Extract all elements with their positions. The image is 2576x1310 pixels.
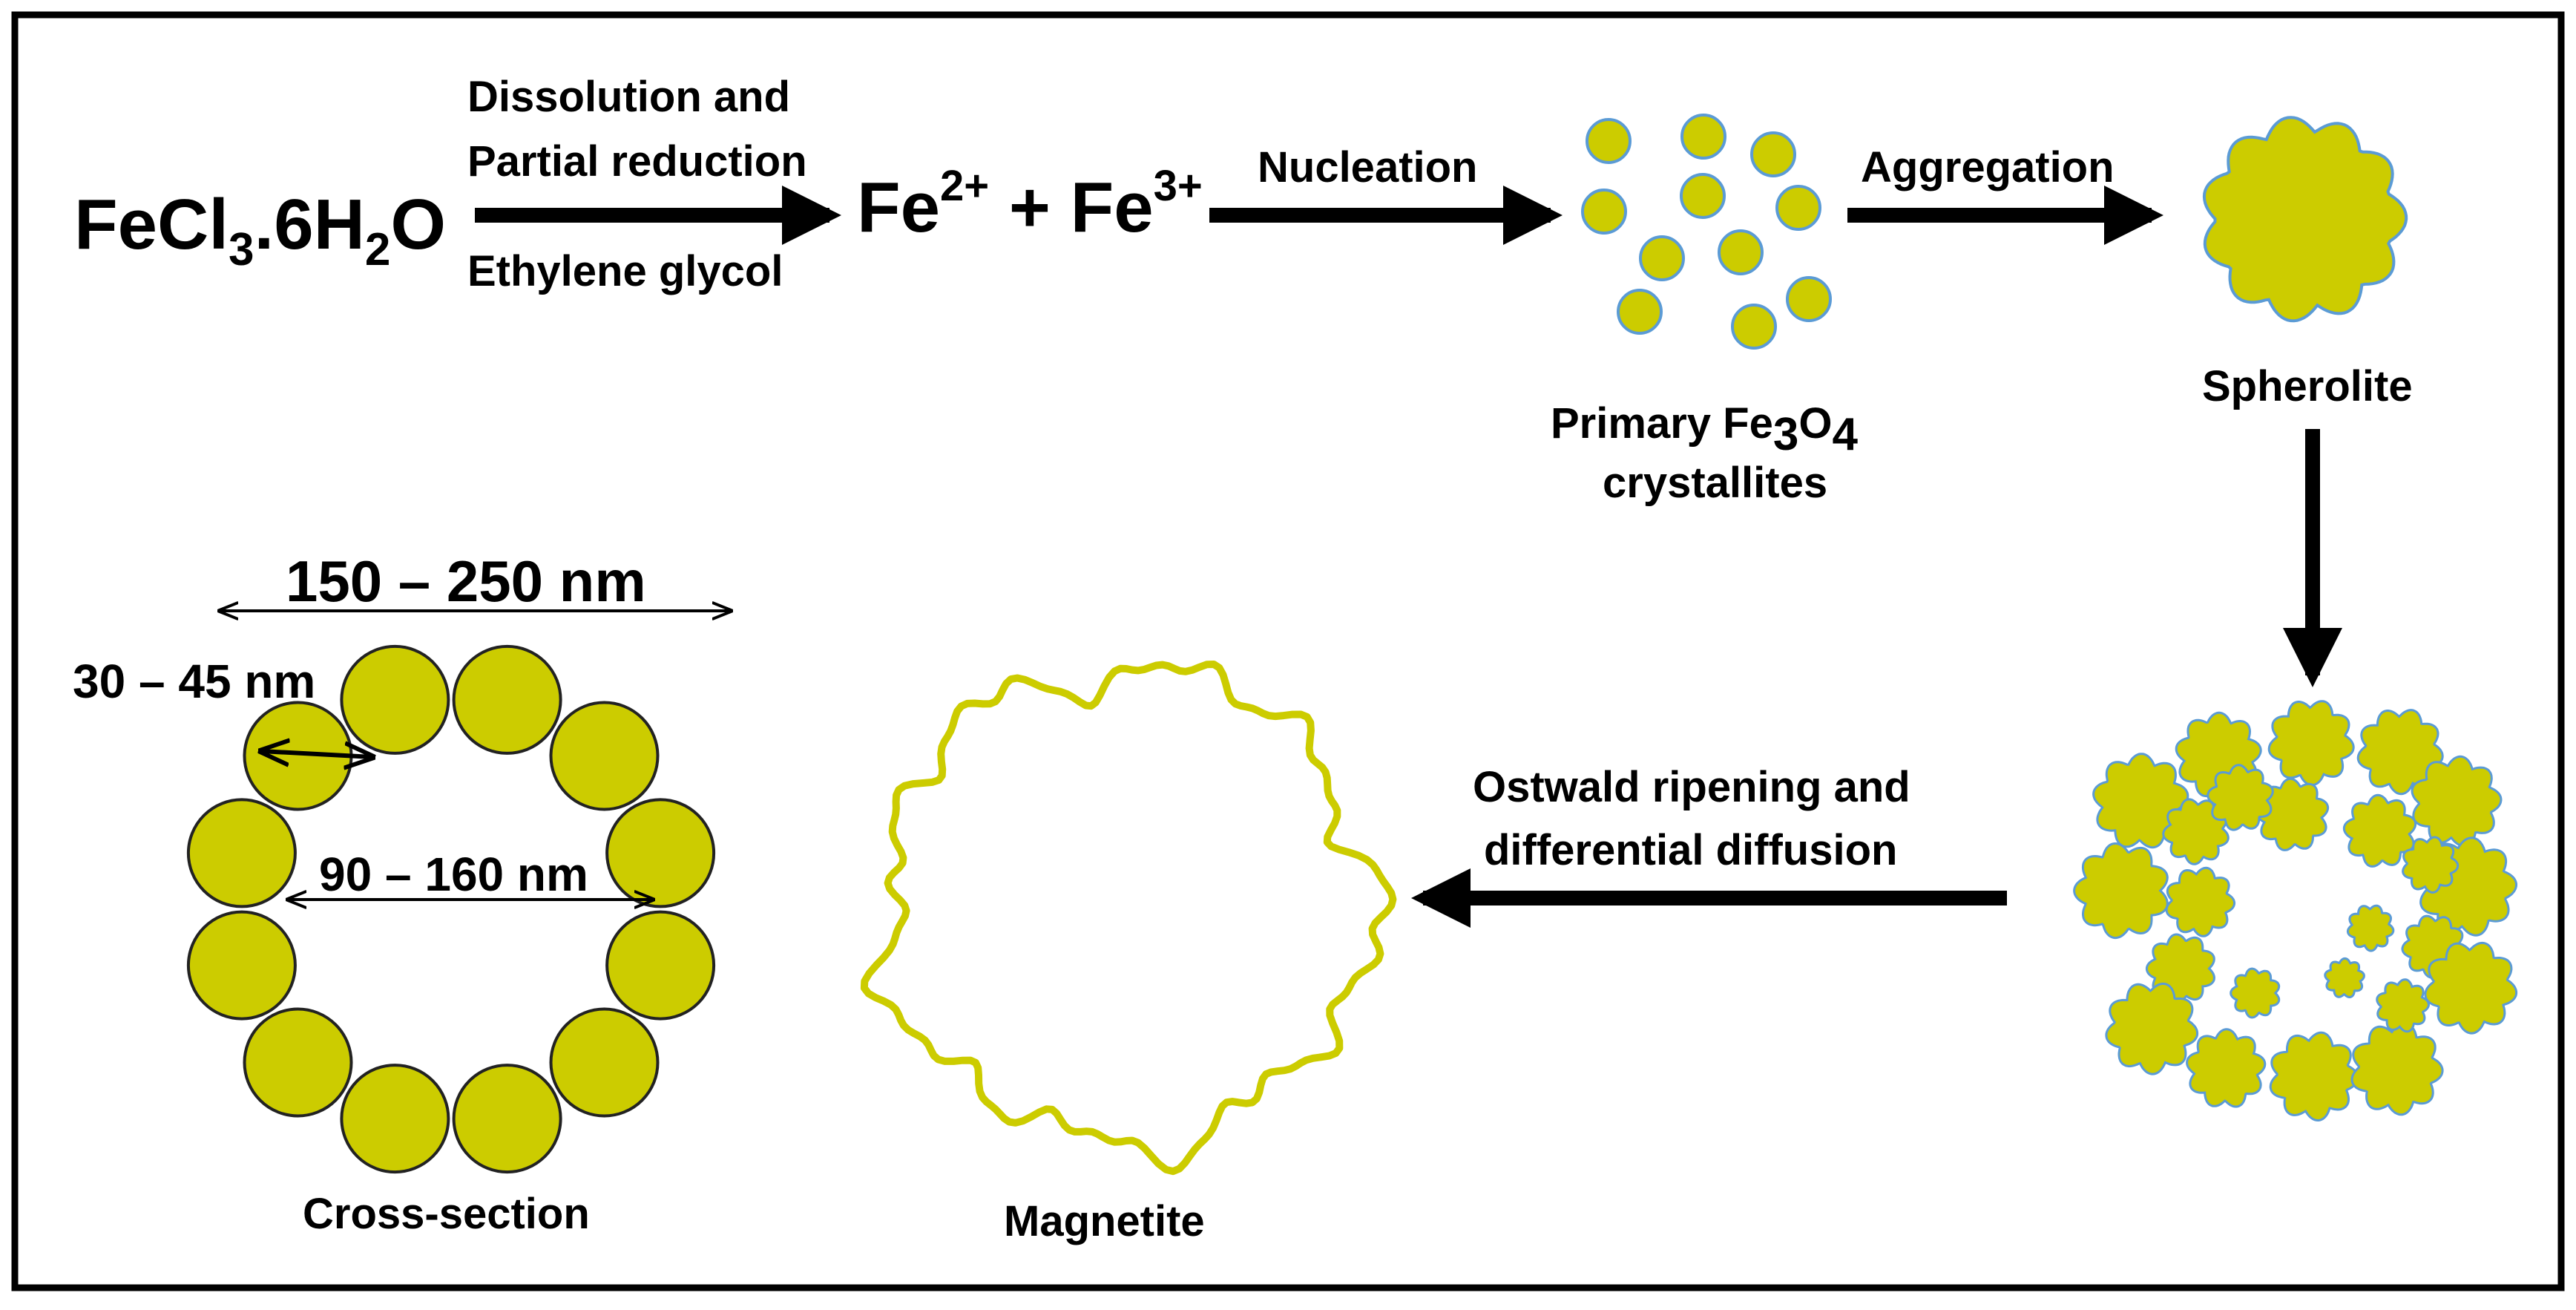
step4-label-line2: differential diffusion	[1484, 826, 1897, 874]
magnetite-caption: Magnetite	[1004, 1197, 1205, 1245]
cross-section-caption: Cross-section	[303, 1190, 590, 1238]
inner-dimension-label: 90 – 160 nm	[319, 848, 588, 901]
ring-particle	[549, 1007, 660, 1118]
aggregate-spherolite	[2267, 700, 2355, 787]
aggregate-spherolite	[2324, 957, 2365, 998]
reactant-sub1: 3	[229, 224, 254, 275]
reactant-tail: O	[390, 185, 446, 264]
crystallite	[1680, 173, 1726, 219]
crystallite	[1586, 118, 1632, 164]
crystallites-caption-line1: Primary Fe3O4	[1551, 399, 1858, 460]
ring-particle	[452, 1064, 562, 1174]
reactant-mid: .6H	[254, 185, 365, 264]
ring-particle	[605, 798, 716, 908]
cross-section-ring	[186, 644, 716, 1174]
ring-particle	[340, 644, 450, 755]
reactant-sub2: 2	[365, 224, 390, 275]
ion-fe: Fe	[857, 168, 940, 247]
ring-particle	[605, 910, 716, 1021]
ring-particle	[340, 1064, 450, 1174]
outer-dimension-label: 150 – 250 nm	[286, 548, 646, 614]
step4-label-line1: Ostwald ripening and	[1473, 763, 1910, 811]
crystallites-caption-line2: crystallites	[1603, 459, 1827, 507]
spherolite-caption: Spherolite	[2202, 362, 2413, 410]
step3-label: Aggregation	[1861, 143, 2115, 191]
aggregate-spherolite	[2230, 967, 2281, 1019]
step1-label-line2: Partial reduction	[467, 137, 807, 186]
crystallite	[1639, 235, 1685, 281]
crystallite	[1581, 189, 1627, 235]
crystallites-mid: O	[1798, 399, 1832, 448]
step1-label-below: Ethylene glycol	[467, 247, 783, 295]
aggregate-spherolite	[2376, 978, 2431, 1033]
ring-particle	[452, 644, 562, 755]
ion-plus: + Fe	[989, 168, 1153, 247]
crystallite	[1731, 304, 1777, 350]
aggregate-spherolite	[2350, 1022, 2444, 1116]
particle-dimension-arrow	[261, 751, 372, 757]
aggregate-spherolite	[2402, 836, 2460, 894]
crystallites-sub2: 4	[1832, 409, 1858, 460]
ring-particle	[186, 798, 297, 908]
aggregate-spherolite	[2411, 755, 2503, 848]
aggregate-spherolite	[2092, 753, 2189, 849]
ion-sup2: 3+	[1154, 162, 1203, 210]
aggregate-spherolite	[2207, 764, 2274, 831]
crystallite	[1617, 289, 1663, 335]
reactant-base: FeCl	[74, 185, 229, 264]
ring-particle	[186, 910, 297, 1021]
aggregate-spherolite	[2165, 866, 2236, 937]
crystallite	[1718, 229, 1764, 275]
ring-particle	[243, 1007, 353, 1118]
step1-label-line1: Dissolution and	[467, 73, 790, 121]
magnetite-outline	[860, 661, 1397, 1176]
ring-particle	[549, 701, 660, 811]
aggregate-spherolite	[2073, 842, 2169, 940]
primary-crystallites	[1581, 114, 1832, 350]
iron-ions: Fe2+ + Fe3+	[857, 162, 1203, 247]
crystallites-sub1: 3	[1773, 409, 1798, 460]
crystallite	[1775, 185, 1821, 231]
aggregate-spherolite	[2269, 1031, 2359, 1121]
crystallite	[1680, 114, 1726, 160]
step2-label: Nucleation	[1258, 143, 1478, 191]
reactant-formula: FeCl3.6H2O	[74, 185, 446, 275]
crystallite	[1786, 276, 1832, 322]
spherolite-particle	[2202, 116, 2408, 323]
particle-dimension-label: 30 – 45 nm	[73, 655, 315, 708]
aggregate-spherolite	[2342, 793, 2417, 868]
aggregate-spherolite	[2105, 982, 2199, 1075]
crystallites-prefix: Primary Fe	[1551, 399, 1773, 448]
aggregate-spherolite	[2186, 1028, 2267, 1108]
hollow-aggregate	[2073, 700, 2518, 1121]
crystallite	[1750, 131, 1796, 177]
ion-sup1: 2+	[940, 162, 989, 210]
aggregate-spherolite	[2424, 941, 2518, 1035]
aggregate-spherolite	[2346, 904, 2395, 952]
